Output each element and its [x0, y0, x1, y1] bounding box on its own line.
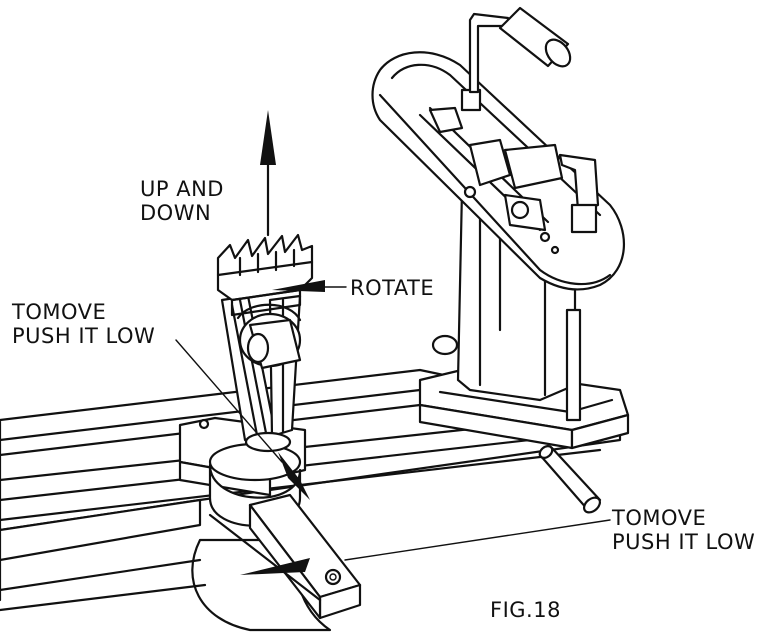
tomove-right-line-1: TOMOVE: [612, 506, 707, 530]
guide-rod: [538, 444, 602, 514]
up-down-arrow-icon: [260, 110, 276, 237]
figure-caption: FIG.18: [490, 598, 561, 622]
up-and-down-line-2: DOWN: [140, 201, 212, 225]
clamp-jaws: [428, 106, 600, 234]
tomove-left-label: TOMOVE PUSH IT LOW: [12, 300, 155, 348]
tomove-left-line-1: TOMOVE: [12, 300, 107, 324]
lower-clamp-bar: [208, 493, 362, 620]
rotate-label: ROTATE: [350, 276, 435, 300]
clamp-column: [220, 294, 302, 453]
clamp-head: [216, 233, 314, 317]
up-and-down-label: UP AND DOWN: [140, 177, 224, 225]
tomove-right-label: TOMOVE PUSH IT LOW: [612, 506, 755, 554]
rotate-arrow-icon: [272, 280, 347, 292]
tomove-left-line-2: PUSH IT LOW: [12, 324, 156, 348]
right-push-leader: [240, 519, 611, 575]
rotate-knuckle: [236, 303, 302, 370]
tomove-right-line-2: PUSH IT LOW: [612, 530, 756, 554]
up-and-down-line-1: UP AND: [140, 177, 224, 201]
crank-handle-icon: [460, 6, 572, 112]
left-push-leader: [175, 339, 310, 500]
